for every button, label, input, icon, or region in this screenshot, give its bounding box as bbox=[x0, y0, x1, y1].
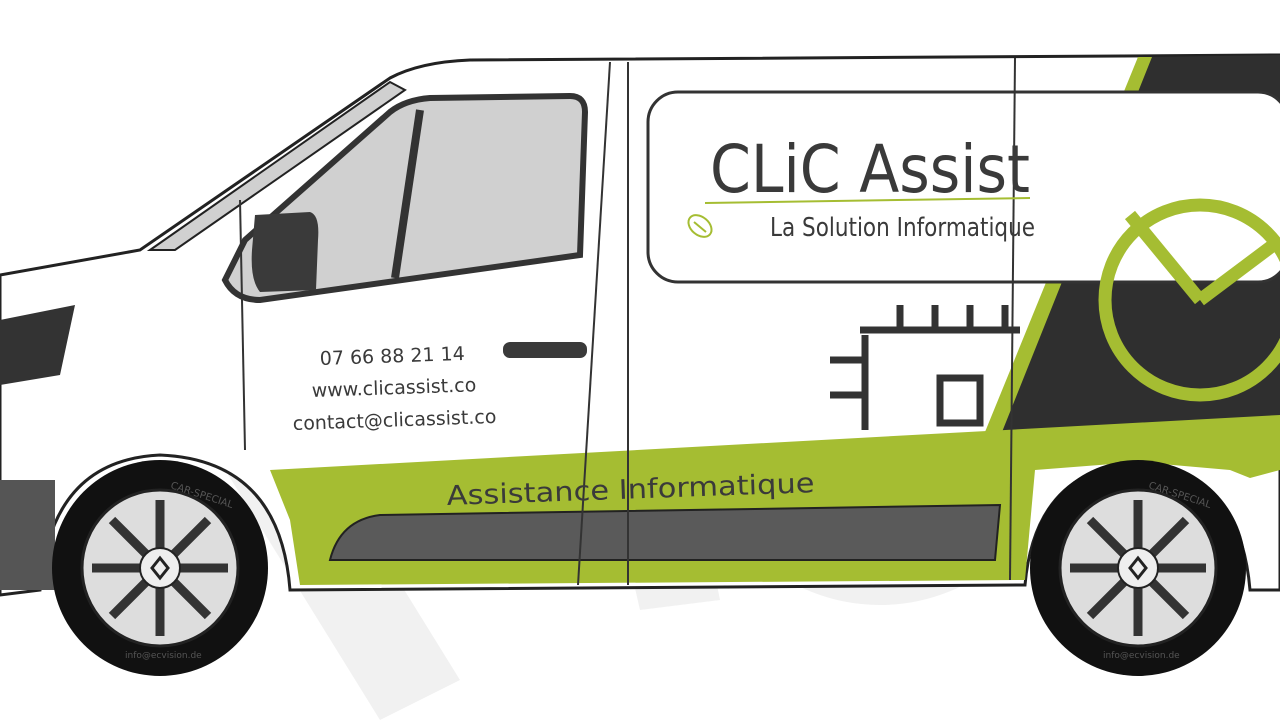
door-handle[interactable] bbox=[503, 342, 587, 358]
phone-number: 07 66 88 21 14 bbox=[319, 343, 465, 370]
cpu-chip-icon bbox=[830, 305, 1020, 430]
side-mirror bbox=[251, 212, 319, 292]
renault-logo-icon bbox=[1128, 555, 1148, 581]
renault-logo-icon bbox=[150, 555, 170, 581]
windshield bbox=[146, 80, 407, 251]
tagline: La Solution Informatique bbox=[770, 213, 1035, 243]
rear-wheel: CAR-SPECIAL info@ecvision.de bbox=[1030, 460, 1246, 676]
tire-sub-text: info@ecvision.de bbox=[1103, 651, 1180, 661]
logo-underline bbox=[704, 197, 1031, 204]
door-seams bbox=[239, 57, 1016, 586]
rocker-panel bbox=[328, 503, 1002, 561]
grille bbox=[0, 305, 75, 385]
tire-sub-text: info@ecvision.de bbox=[125, 651, 202, 661]
front-bumper bbox=[0, 480, 55, 590]
company-name: CLiC Assist bbox=[710, 131, 1030, 208]
front-wheel: CAR-SPECIAL info@ecvision.de bbox=[52, 460, 268, 676]
computer-mouse-icon bbox=[687, 214, 713, 238]
window-divider bbox=[391, 109, 424, 279]
clock-logo-icon bbox=[1098, 198, 1280, 402]
side-window bbox=[646, 90, 1280, 284]
